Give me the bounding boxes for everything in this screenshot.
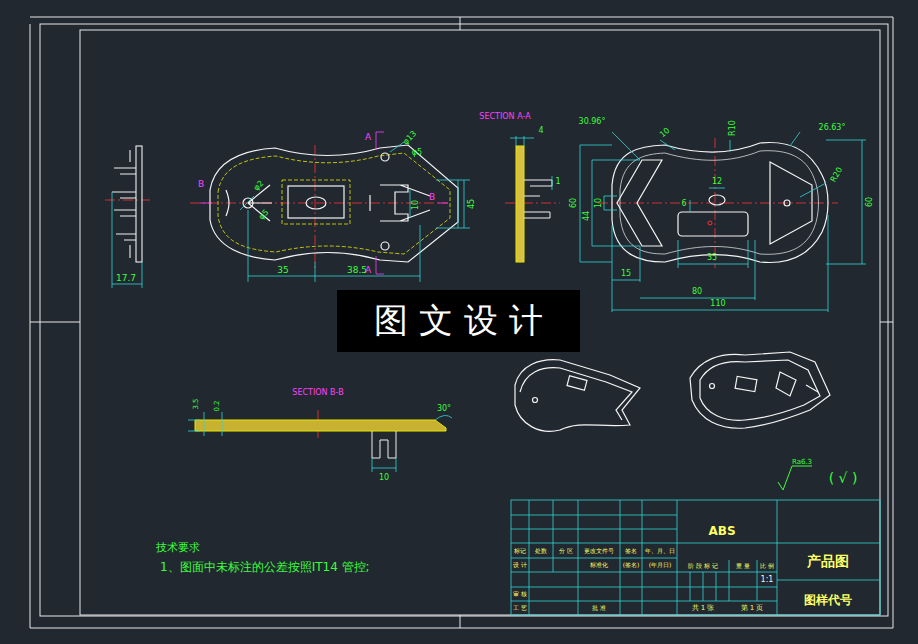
dimension-text: 10	[659, 127, 672, 140]
dimension-text: B	[429, 193, 435, 202]
title-block-cell: 分 区	[559, 548, 573, 554]
frame	[30, 17, 893, 628]
watermark-box: 图 文 设 计	[337, 290, 580, 352]
dimension-text: 35	[277, 266, 288, 275]
title-block-cell: 重 量	[736, 563, 750, 569]
hidden-line	[218, 153, 450, 254]
dimension-text: ( √ )	[829, 471, 858, 485]
dimension-text: 44	[583, 211, 591, 221]
part-outline	[612, 142, 828, 262]
title-block-cell: 工 艺	[513, 605, 527, 611]
title-block-cell: 签名	[625, 548, 637, 554]
dimension-text: 0.2	[214, 400, 221, 411]
title-block-cell: (签名)	[623, 562, 640, 568]
title-block-cell: 比 例	[760, 563, 774, 569]
section-view	[510, 136, 552, 262]
dimension-text: 3.5	[193, 398, 200, 409]
dimension-text: Ra6.3	[792, 459, 812, 466]
dimension-line	[200, 132, 470, 282]
note-text: 技术要求	[156, 542, 200, 553]
dimension-text: φ13	[402, 130, 419, 147]
dimension-text: 110	[710, 300, 725, 308]
dimension-text: 45	[468, 199, 476, 209]
dimension-text: 30°	[437, 405, 451, 413]
dimension-text: 26.63°	[819, 124, 846, 132]
roughness-symbol	[778, 466, 812, 490]
title-block-cell: 阶 段 标 记	[688, 563, 718, 569]
part-outline	[210, 145, 458, 262]
side-view	[112, 146, 142, 262]
note-text: 1、图面中未标注的公差按照IT14 管控;	[160, 561, 370, 573]
title-block-cell: 审 核	[513, 591, 527, 597]
dimension-text: 15	[621, 270, 631, 278]
dimension-text: 17.7	[116, 274, 136, 283]
title-block-cell: 共 1 张	[692, 605, 715, 612]
title-block-cell: (年月日)	[649, 562, 672, 568]
dimension-text: SECTION B-B	[292, 389, 343, 397]
title-block-cell: 标准化	[590, 562, 608, 568]
dimension-text: 12	[712, 178, 722, 186]
dimension-text: A	[365, 133, 371, 142]
title-block-cell: 第 1 页	[741, 605, 764, 612]
dimension-text: 60	[866, 197, 874, 207]
dimension-text: 30.96°	[579, 118, 606, 126]
dimension-text: 4	[538, 127, 543, 135]
dimension-text: SECTION A-A	[479, 113, 530, 121]
title-block	[511, 500, 880, 615]
dimension-text: B	[198, 180, 204, 189]
title-block-cell: 年、月、日	[645, 548, 675, 554]
title-block-cell: 1:1	[761, 576, 774, 584]
title-block-cell: 更改文件号	[584, 548, 614, 554]
dimension-line	[112, 192, 142, 288]
dimension-text: 10	[412, 200, 420, 210]
dimension-text: R10	[729, 120, 737, 136]
dimension-text: 60	[570, 198, 578, 208]
dimension-text: 38.5	[347, 266, 367, 275]
title-block-cell: ABS	[708, 525, 735, 537]
title-block-cell: 批 准	[592, 605, 606, 611]
title-block-cell: 产品图	[807, 554, 849, 568]
dimension-text: 6	[681, 200, 686, 208]
dimension-text: φ5	[412, 149, 422, 157]
title-block-cell: 图样代号	[804, 594, 852, 606]
title-block-cell: 设 计	[513, 562, 527, 568]
title-block-cell: 标记	[514, 548, 526, 554]
dimension-text: 10	[595, 198, 603, 208]
dimension-text: 1	[555, 178, 560, 186]
watermark-text: 图 文 设 计	[374, 298, 542, 344]
dimension-text: 35	[707, 254, 717, 262]
dimension-text: R20	[830, 166, 845, 184]
title-block-cell: 处数	[535, 548, 547, 554]
iso-view	[515, 352, 830, 431]
section-view	[188, 412, 452, 472]
dimension-line	[580, 132, 866, 312]
dimension-text: 80	[692, 288, 702, 296]
center-line	[105, 138, 838, 440]
dimension-text: 10	[379, 474, 389, 482]
